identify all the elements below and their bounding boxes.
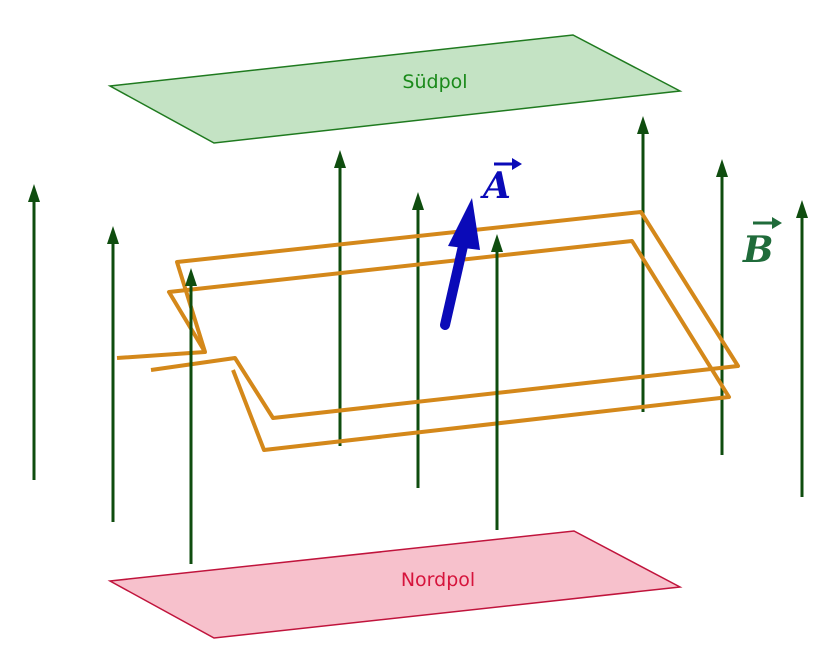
- area-vector-label: A: [480, 165, 511, 207]
- arrow-up-icon: [796, 200, 808, 218]
- south-pole-plate: Südpol: [107, 34, 683, 144]
- coil-loop-upper: [116, 210, 740, 420]
- arrow-up-icon: [491, 234, 503, 252]
- arrow-up-icon: [334, 150, 346, 168]
- arrow-up-icon: [412, 192, 424, 210]
- north-pole-surface: [107, 530, 683, 639]
- field-vector-label-arrow-icon: [753, 217, 782, 229]
- coil: [116, 210, 740, 452]
- magnetic-field-lines-front: [185, 234, 503, 564]
- area-vector-shaft: [440, 241, 468, 330]
- coil-loop-lower: [167, 239, 731, 452]
- area-vector-label-arrow-icon: [494, 158, 522, 170]
- south-pole-label: Südpol: [402, 71, 467, 93]
- arrow-up-icon: [185, 268, 197, 286]
- field-vector-label-group: B: [742, 217, 782, 271]
- south-pole-surface: [107, 34, 683, 144]
- arrow-up-icon: [107, 226, 119, 244]
- north-pole-label: Nordpol: [401, 569, 475, 591]
- area-vector: A: [440, 158, 522, 330]
- arrow-up-icon: [637, 116, 649, 134]
- arrow-up-icon: [28, 184, 40, 202]
- magnetic-field-lines: [28, 116, 808, 522]
- area-vector-arrow-icon: [448, 198, 480, 250]
- north-pole-plate: Nordpol: [107, 530, 683, 639]
- field-vector-label: B: [742, 229, 773, 271]
- arrow-up-icon: [716, 159, 728, 177]
